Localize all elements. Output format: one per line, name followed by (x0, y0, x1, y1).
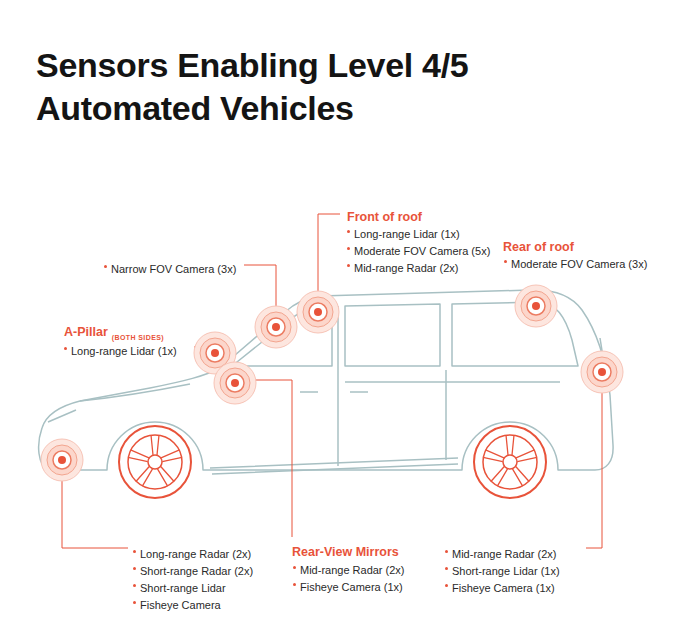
bullet-dot (347, 264, 350, 267)
bullet-dot (133, 584, 136, 587)
bullet-dot (64, 347, 67, 350)
middle-window (345, 304, 440, 366)
door-handle (300, 391, 318, 393)
leader-line (586, 384, 602, 548)
label-text: Moderate FOV Camera (5x) (354, 245, 490, 257)
bullet-dot (445, 550, 448, 553)
door-handle (350, 391, 368, 393)
sensor-item: Short-range Radar (2x) (140, 561, 253, 579)
label-text: Moderate FOV Camera (3x) (511, 258, 647, 270)
sensor-item: Moderate FOV Camera (3x) (511, 254, 647, 272)
bullet-dot (133, 567, 136, 570)
sensor-item: Fisheye Camera (1x) (300, 577, 403, 595)
bullet-dot (347, 247, 350, 250)
sensor-marker (255, 306, 297, 348)
label-text: Short-range Radar (2x) (140, 565, 253, 577)
bullet-dot (504, 260, 507, 263)
location-note: (BOTH SIDES) (112, 326, 164, 344)
sensor-item: Long-range Lidar (1x) (71, 341, 177, 359)
label-text: Long-range Radar (2x) (140, 548, 251, 560)
label-text: Mid-range Radar (2x) (300, 564, 405, 576)
label-text: Long-range Lidar (1x) (71, 345, 177, 357)
side-skirt (210, 458, 458, 474)
sensor-item: Mid-range Radar (2x) (300, 560, 405, 578)
door-rail (345, 381, 560, 383)
bullet-dot (133, 601, 136, 604)
label-text: Rear-View Mirrors (292, 545, 399, 559)
bullet-dot (347, 230, 350, 233)
label-text: Narrow FOV Camera (3x) (111, 263, 236, 275)
label-text: Long-range Lidar (1x) (354, 228, 460, 240)
leader-line (244, 380, 292, 537)
sensor-item: Short-range Lidar (140, 578, 226, 596)
location-heading: Front of roof (347, 207, 422, 225)
sensor-marker (515, 285, 557, 327)
sensor-marker (297, 291, 339, 333)
page-title: Sensors Enabling Level 4/5 Automated Veh… (36, 44, 596, 130)
location-heading: Rear-View Mirrors (292, 542, 399, 560)
sensor-marker (214, 362, 256, 404)
label-text: Mid-range Radar (2x) (354, 262, 459, 274)
door-line (337, 306, 339, 466)
door-line (445, 370, 447, 460)
location-heading: Rear of roof (503, 237, 574, 255)
sensor-item: Fisheye Camera (140, 595, 221, 613)
hood-line (80, 384, 190, 401)
label-text: Short-range Lidar (1x) (452, 565, 560, 577)
label-text: Fisheye Camera (140, 599, 221, 611)
bullet-dot (133, 550, 136, 553)
sensor-marker (581, 351, 623, 393)
sensor-item: Mid-range Radar (2x) (452, 544, 557, 562)
label-text: Fisheye Camera (1x) (452, 582, 555, 594)
sensor-item: Short-range Lidar (1x) (452, 561, 560, 579)
label-text: Short-range Lidar (140, 582, 226, 594)
label-text: Fisheye Camera (1x) (300, 581, 403, 593)
label-text: Rear of roof (503, 240, 574, 254)
rear-window (452, 302, 578, 366)
leader-line (318, 214, 340, 300)
sensor-item: Narrow FOV Camera (3x) (111, 259, 236, 277)
bullet-dot (445, 567, 448, 570)
sensor-item: Long-range Radar (2x) (140, 544, 251, 562)
front-wheel (119, 426, 191, 498)
sensor-item: Mid-range Radar (2x) (354, 258, 459, 276)
label-text: A-Pillar (64, 325, 108, 339)
bullet-dot (445, 584, 448, 587)
rear-wheel (474, 426, 546, 498)
label-text: Mid-range Radar (2x) (452, 548, 557, 560)
bullet-dot (104, 265, 107, 268)
label-text: (BOTH SIDES) (112, 334, 164, 341)
leader-line (62, 470, 128, 548)
sensor-item: Moderate FOV Camera (5x) (354, 241, 490, 259)
bullet-dot (293, 583, 296, 586)
label-text: Front of roof (347, 210, 422, 224)
headlight (48, 410, 76, 422)
location-heading: A-Pillar (64, 322, 108, 340)
sensor-item: Fisheye Camera (1x) (452, 578, 555, 596)
bullet-dot (293, 566, 296, 569)
sensor-marker (41, 439, 83, 481)
sensor-item: Long-range Lidar (1x) (354, 224, 460, 242)
